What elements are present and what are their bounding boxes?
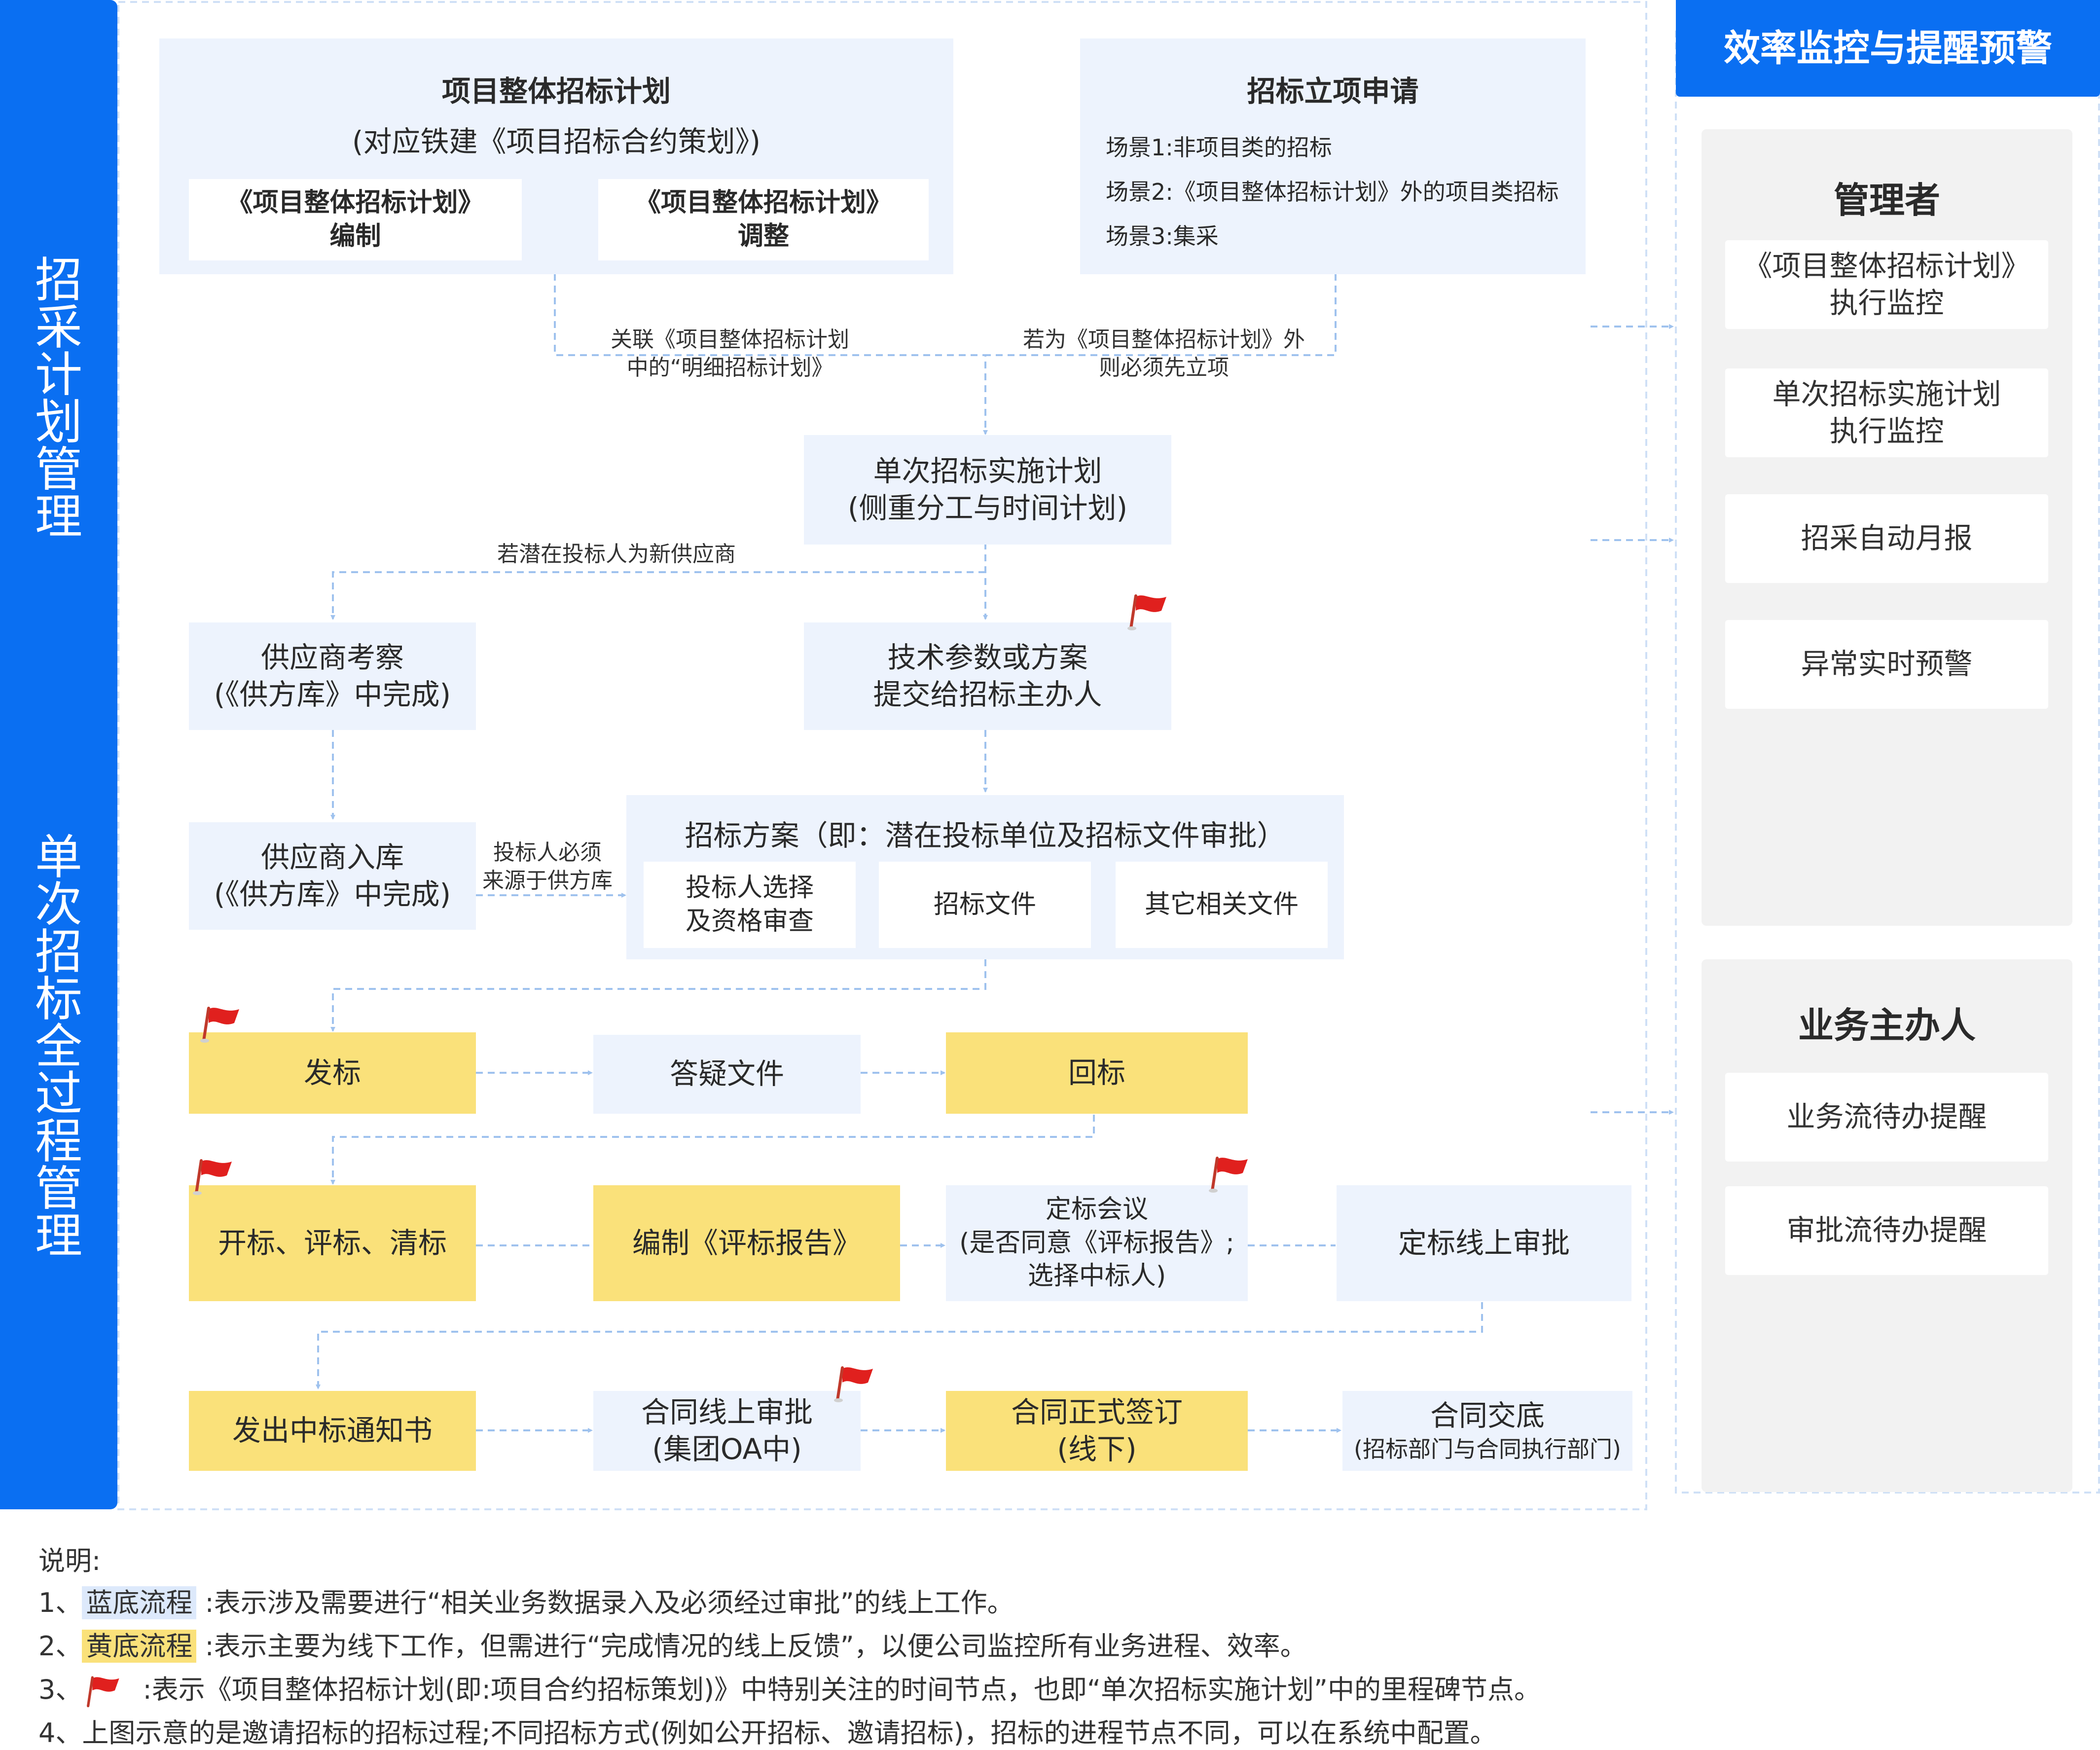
- tech-param-node[interactable]: 技术参数或方案 提交给招标主办人: [804, 622, 1171, 730]
- flag-icon: [1209, 1157, 1248, 1193]
- apply-title: 招标立项申请: [1247, 74, 1419, 108]
- sidebar-bottom-label: 单次招标全过程管理: [35, 830, 82, 1264]
- decide-meeting-node[interactable]: 定标会议 (是否同意《评标报告》; 选择中标人): [946, 1185, 1248, 1301]
- manager-item-plan-monitor[interactable]: 《项目整体招标计划》执行监控: [1725, 240, 2048, 329]
- flag-icon: [87, 1676, 119, 1708]
- publish-node[interactable]: 发标: [189, 1032, 476, 1114]
- scheme-title: 招标方案（即：潜在投标单位及招标文件审批）: [685, 819, 1286, 852]
- owner-item-approval-reminder[interactable]: 审批流待办提醒: [1725, 1186, 2048, 1275]
- manager-title: 管理者: [1833, 180, 1940, 221]
- scheme-bid-doc[interactable]: 招标文件: [879, 862, 1091, 948]
- qa-doc-node[interactable]: 答疑文件: [593, 1035, 861, 1114]
- legend-yellow-tag: 黄底流程: [82, 1630, 197, 1663]
- legend-blue-tag: 蓝底流程: [82, 1586, 197, 1619]
- owner-title: 业务主办人: [1798, 1005, 1976, 1046]
- legend-blue: 1、蓝底流程 :表示涉及需要进行“相关业务数据录入及必须经过审批”的线上工作。: [38, 1586, 1014, 1619]
- plan-subtitle: (对应铁建《项目招标合约策划》): [352, 125, 761, 158]
- note-link-plan: 关联《项目整体招标计划中的“明细招标计划》: [611, 327, 849, 381]
- manager-item-exception-alert[interactable]: 异常实时预警: [1725, 620, 2048, 709]
- project-apply-box[interactable]: 招标立项申请 场景1:非项目类的招标 场景2:《项目整体招标计划》外的项目类招标…: [1080, 38, 1586, 274]
- legend-title: 说明:: [38, 1545, 101, 1576]
- single-plan-node[interactable]: 单次招标实施计划 (侧重分工与时间计划): [804, 435, 1171, 545]
- flag-icon: [200, 1007, 239, 1043]
- contract-handover-node[interactable]: 合同交底 (招标部门与合同执行部门): [1342, 1391, 1632, 1471]
- plan-compile-box[interactable]: 《项目整体招标计划》 编制: [189, 179, 522, 260]
- monitor-header: 效率监控与提醒预警: [1676, 0, 2100, 97]
- manager-item-single-monitor[interactable]: 单次招标实施计划执行监控: [1725, 368, 2048, 457]
- owner-item-business-reminder[interactable]: 业务流待办提醒: [1725, 1073, 2048, 1162]
- manager-panel: 管理者 《项目整体招标计划》执行监控 单次招标实施计划执行监控 招采自动月报 异…: [1702, 129, 2072, 926]
- bid-scheme-box[interactable]: 招标方案（即：潜在投标单位及招标文件审批） 投标人选择 及资格审查 招标文件 其…: [626, 795, 1344, 959]
- overall-plan-box[interactable]: 项目整体招标计划 (对应铁建《项目招标合约策划》) 《项目整体招标计划》 编制 …: [159, 38, 953, 274]
- decide-online-node[interactable]: 定标线上审批: [1337, 1185, 1631, 1301]
- bid-report-node[interactable]: 编制《评标报告》: [593, 1185, 900, 1301]
- return-bid-node[interactable]: 回标: [946, 1032, 1248, 1114]
- scheme-other-doc[interactable]: 其它相关文件: [1116, 862, 1328, 948]
- flag-icon: [1127, 594, 1166, 630]
- legend-yellow: 2、黄底流程 :表示主要为线下工作，但需进行“完成情况的线上反馈”，以便公司监控…: [38, 1630, 1307, 1663]
- sidebar-top-label: 招采计划管理: [35, 253, 82, 545]
- owner-panel: 业务主办人 业务流待办提醒 审批流待办提醒: [1702, 959, 2072, 1492]
- legend-note: 4、上图示意的是邀请招标的招标过程;不同招标方式(例如公开招标、邀请招标)，招标…: [38, 1717, 1497, 1749]
- supplier-in-node[interactable]: 供应商入库 (《供方库》中完成): [189, 822, 476, 930]
- apply-scene2: 场景2:《项目整体招标计划》外的项目类招标: [1106, 179, 1559, 205]
- plan-adjust-box[interactable]: 《项目整体招标计划》 调整: [598, 179, 929, 260]
- apply-scene1: 场景1:非项目类的招标: [1106, 134, 1332, 161]
- plan-title: 项目整体招标计划: [441, 74, 671, 108]
- legend-flag: 3、 :表示《项目整体招标计划(即:项目合约招标策划)》中特别关注的时间节点，也…: [38, 1668, 1541, 1709]
- supplier-review-node[interactable]: 供应商考察 (《供方库》中完成): [189, 622, 476, 730]
- contract-online-node[interactable]: 合同线上审批 (集团OA中): [593, 1391, 861, 1471]
- contract-sign-node[interactable]: 合同正式签订 (线下): [946, 1391, 1248, 1471]
- manager-item-monthly-report[interactable]: 招采自动月报: [1725, 494, 2048, 583]
- open-bid-node[interactable]: 开标、评标、清标: [189, 1185, 476, 1301]
- note-new-supplier: 若潜在投标人为新供应商: [497, 542, 736, 567]
- scheme-bidder-selection[interactable]: 投标人选择 及资格审查: [644, 862, 856, 948]
- flag-icon: [193, 1159, 232, 1195]
- flag-icon: [834, 1366, 873, 1402]
- note-must-from-library: 投标人必须来源于供方库: [482, 840, 613, 894]
- note-outside-plan: 若为《项目整体招标计划》外则必须先立项: [1023, 327, 1305, 381]
- award-notice-node[interactable]: 发出中标通知书: [189, 1391, 476, 1471]
- left-sidebar: 招采计划管理 单次招标全过程管理: [0, 0, 117, 1509]
- apply-scene3: 场景3:集采: [1106, 223, 1219, 250]
